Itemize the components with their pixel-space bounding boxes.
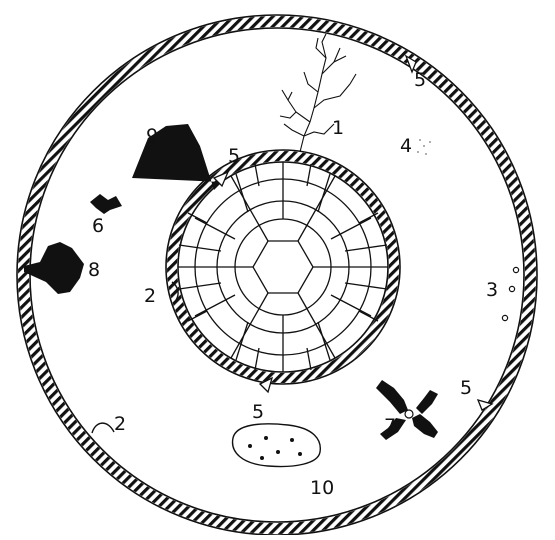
label-1: 1	[332, 117, 344, 139]
label-9: 9	[146, 125, 158, 147]
label-7: 7	[384, 415, 396, 437]
label-6: 6	[92, 215, 104, 237]
label-3: 3	[486, 279, 498, 301]
label-5-nucleus: 5	[228, 145, 240, 167]
label-10: 10	[310, 477, 334, 499]
oval-body	[233, 424, 321, 467]
label-8: 8	[88, 259, 100, 281]
label-2-nucleus: 2	[144, 285, 156, 307]
label-2-wall: 2	[114, 413, 126, 435]
label-4: 4	[400, 135, 412, 157]
label-5-bottom: 5	[252, 401, 264, 423]
label-5-top: 5	[414, 69, 426, 91]
label-5-right: 5	[460, 377, 472, 399]
